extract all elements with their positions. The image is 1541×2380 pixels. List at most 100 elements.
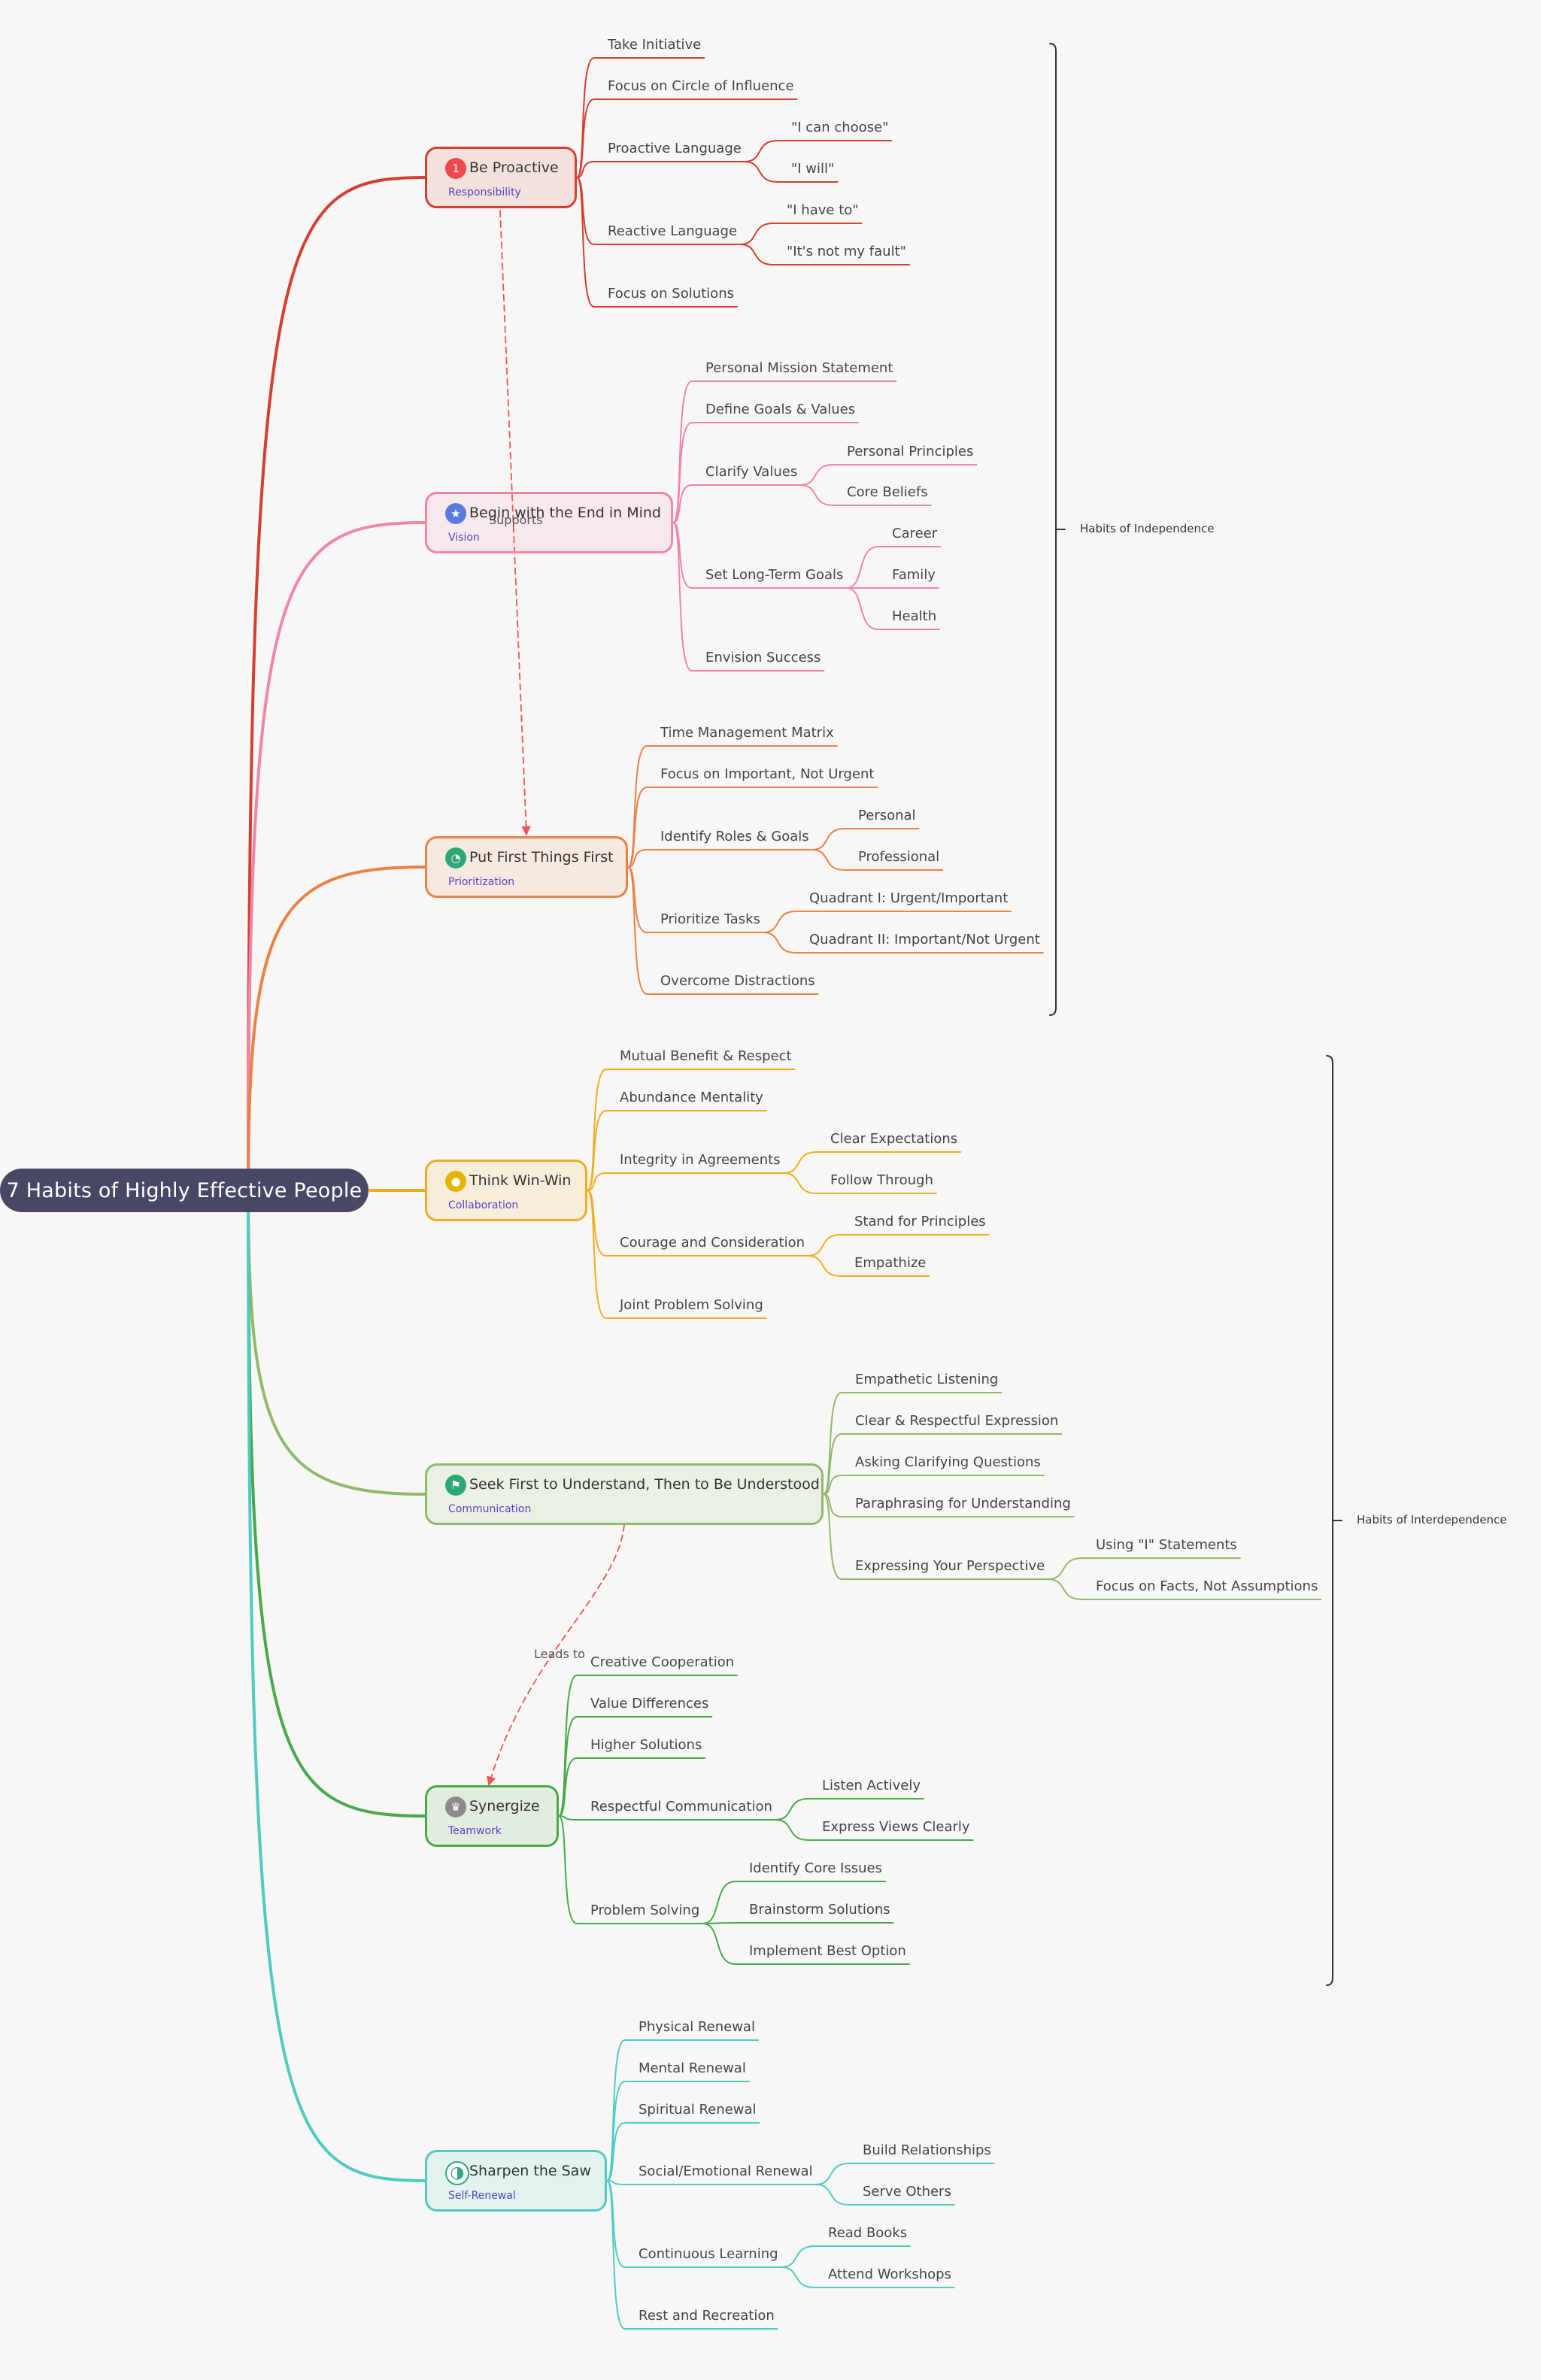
node-child-abundance-mentality[interactable]: Abundance Mentality bbox=[620, 1090, 763, 1105]
node-sub-serve-others[interactable]: Serve Others bbox=[863, 2184, 951, 2200]
node-sub-clear-expectations[interactable]: Clear Expectations bbox=[830, 1131, 958, 1147]
node-sub-stand-for-principles[interactable]: Stand for Principles bbox=[854, 1214, 986, 1229]
link-sub-brainstorm-solutions bbox=[702, 1922, 894, 1924]
node-child-rest-and-recreation[interactable]: Rest and Recreation bbox=[639, 2308, 775, 2324]
summary-bracket-1 bbox=[1049, 43, 1057, 1016]
node-child-prioritize-tasks[interactable]: Prioritize Tasks bbox=[660, 911, 760, 927]
branch-sharpen-the-saw bbox=[247, 1189, 426, 2182]
link-child-focus-on-circle-of-influence bbox=[576, 99, 798, 178]
node-sub-focus-on-facts-not-assumptions[interactable]: Focus on Facts, Not Assumptions bbox=[1096, 1578, 1318, 1594]
node-child-mutual-benefit-respect[interactable]: Mutual Benefit & Respect bbox=[620, 1048, 792, 1064]
link-child-value-differences bbox=[558, 1716, 713, 1817]
link-child-mutual-benefit-respect bbox=[587, 1069, 796, 1191]
link-sub-listen-actively bbox=[774, 1798, 924, 1821]
node-child-expressing-your-perspective[interactable]: Expressing Your Perspective bbox=[855, 1558, 1045, 1574]
node-child-envision-success[interactable]: Envision Success bbox=[705, 650, 821, 665]
node-child-time-management-matrix[interactable]: Time Management Matrix bbox=[660, 725, 834, 741]
link-child-take-initiative bbox=[576, 57, 705, 178]
node-child-focus-on-solutions[interactable]: Focus on Solutions bbox=[608, 286, 734, 302]
node-child-joint-problem-solving[interactable]: Joint Problem Solving bbox=[620, 1297, 763, 1313]
habit-title: Be Proactive bbox=[469, 159, 559, 176]
node-sub-identify-core-issues[interactable]: Identify Core Issues bbox=[749, 1860, 882, 1876]
habit-subtitle: Communication bbox=[448, 1503, 532, 1515]
node-child-take-initiative[interactable]: Take Initiative bbox=[608, 37, 702, 53]
link-sub-i-will bbox=[743, 161, 839, 183]
node-sub-i-can-choose[interactable]: "I can choose" bbox=[791, 120, 889, 135]
link-sub-follow-through bbox=[782, 1172, 937, 1194]
link-sub-i-can-choose bbox=[743, 140, 893, 162]
node-sub-quadrant-i-urgent-important[interactable]: Quadrant I: Urgent/Important bbox=[809, 890, 1009, 906]
link-child-identify-roles-goals bbox=[627, 849, 813, 868]
node-sub-i-have-to[interactable]: "I have to" bbox=[787, 202, 859, 218]
node-child-physical-renewal[interactable]: Physical Renewal bbox=[639, 2019, 755, 2035]
node-sub-using-i-statements[interactable]: Using "I" Statements bbox=[1096, 1537, 1237, 1553]
node-child-proactive-language[interactable]: Proactive Language bbox=[608, 141, 742, 156]
node-child-empathetic-listening[interactable]: Empathetic Listening bbox=[855, 1372, 999, 1387]
node-sub-it-s-not-my-fault[interactable]: "It's not my fault" bbox=[787, 244, 906, 259]
node-sub-quadrant-ii-important-not-urgent[interactable]: Quadrant II: Important/Not Urgent bbox=[809, 932, 1040, 947]
node-sub-health[interactable]: Health bbox=[892, 608, 937, 624]
node-child-clarify-values[interactable]: Clarify Values bbox=[705, 464, 798, 480]
node-sub-attend-workshops[interactable]: Attend Workshops bbox=[828, 2266, 951, 2282]
node-sub-professional[interactable]: Professional bbox=[858, 849, 940, 865]
node-child-creative-cooperation[interactable]: Creative Cooperation bbox=[590, 1654, 735, 1670]
node-sub-i-will[interactable]: "I will" bbox=[791, 161, 835, 177]
node-child-set-long-term-goals[interactable]: Set Long-Term Goals bbox=[705, 567, 844, 583]
node-child-mental-renewal[interactable]: Mental Renewal bbox=[639, 2060, 746, 2076]
node-child-problem-solving[interactable]: Problem Solving bbox=[590, 1902, 700, 1918]
node-sub-listen-actively[interactable]: Listen Actively bbox=[822, 1778, 921, 1793]
node-child-focus-on-important-not-urgent[interactable]: Focus on Important, Not Urgent bbox=[660, 766, 875, 782]
node-sub-follow-through[interactable]: Follow Through bbox=[830, 1172, 933, 1188]
node-child-value-differences[interactable]: Value Differences bbox=[590, 1696, 709, 1711]
branch-begin-with-the-end-in-mind bbox=[247, 521, 426, 1192]
summary-label[interactable]: Habits of Interdependence bbox=[1357, 1513, 1507, 1527]
habit-subtitle: Vision bbox=[448, 532, 480, 544]
node-sub-build-relationships[interactable]: Build Relationships bbox=[863, 2142, 991, 2158]
node-child-reactive-language[interactable]: Reactive Language bbox=[608, 223, 738, 239]
node-child-asking-clarifying-questions[interactable]: Asking Clarifying Questions bbox=[855, 1454, 1041, 1470]
node-child-spiritual-renewal[interactable]: Spiritual Renewal bbox=[639, 2102, 757, 2118]
node-sub-family[interactable]: Family bbox=[892, 567, 936, 583]
branch-seek-first-to-understand-then-to-be-understood bbox=[247, 1189, 426, 1496]
relation-label[interactable]: Supports bbox=[489, 513, 543, 527]
habit-title: Sharpen the Saw bbox=[469, 2163, 591, 2179]
node-child-personal-mission-statement[interactable]: Personal Mission Statement bbox=[705, 360, 893, 376]
root-topic[interactable]: 7 Habits of Highly Effective People bbox=[0, 1169, 369, 1212]
link-child-problem-solving bbox=[558, 1815, 704, 1924]
habit-title: Think Win-Win bbox=[469, 1172, 572, 1189]
node-sub-empathize[interactable]: Empathize bbox=[854, 1255, 927, 1271]
link-child-overcome-distractions bbox=[627, 866, 819, 995]
node-child-focus-on-circle-of-influence[interactable]: Focus on Circle of Influence bbox=[608, 78, 794, 94]
node-child-clear-respectful-expression[interactable]: Clear & Respectful Expression bbox=[855, 1413, 1059, 1429]
node-sub-express-views-clearly[interactable]: Express Views Clearly bbox=[822, 1819, 970, 1835]
node-sub-read-books[interactable]: Read Books bbox=[828, 2225, 908, 2241]
node-sub-implement-best-option[interactable]: Implement Best Option bbox=[749, 1943, 906, 1959]
node-child-higher-solutions[interactable]: Higher Solutions bbox=[590, 1737, 702, 1753]
node-child-social-emotional-renewal[interactable]: Social/Emotional Renewal bbox=[639, 2163, 813, 2179]
node-child-respectful-communication[interactable]: Respectful Communication bbox=[590, 1799, 772, 1815]
node-child-integrity-in-agreements[interactable]: Integrity in Agreements bbox=[620, 1152, 781, 1168]
node-sub-personal-principles[interactable]: Personal Principles bbox=[847, 444, 974, 459]
habit-node-seek-first-to-understand-then-to-be-understood[interactable]: ⚑Seek First to Understand, Then to Be Un… bbox=[425, 1463, 824, 1525]
summary-label[interactable]: Habits of Independence bbox=[1080, 522, 1215, 535]
node-sub-core-beliefs[interactable]: Core Beliefs bbox=[847, 484, 928, 500]
node-child-courage-and-consideration[interactable]: Courage and Consideration bbox=[620, 1235, 805, 1251]
node-child-overcome-distractions[interactable]: Overcome Distractions bbox=[660, 973, 815, 989]
relation-label[interactable]: Leads to bbox=[534, 1647, 585, 1661]
node-sub-brainstorm-solutions[interactable]: Brainstorm Solutions bbox=[749, 1902, 890, 1918]
habit-subtitle: Prioritization bbox=[448, 876, 515, 888]
node-child-continuous-learning[interactable]: Continuous Learning bbox=[639, 2246, 778, 2262]
habit-subtitle: Responsibility bbox=[448, 186, 521, 199]
node-sub-career[interactable]: Career bbox=[892, 526, 938, 541]
node-child-identify-roles-goals[interactable]: Identify Roles & Goals bbox=[660, 829, 809, 844]
node-child-paraphrasing-for-understanding[interactable]: Paraphrasing for Understanding bbox=[855, 1496, 1071, 1511]
node-child-define-goals-values[interactable]: Define Goals & Values bbox=[705, 402, 856, 417]
link-sub-stand-for-principles bbox=[807, 1234, 990, 1257]
node-sub-personal[interactable]: Personal bbox=[858, 808, 916, 823]
